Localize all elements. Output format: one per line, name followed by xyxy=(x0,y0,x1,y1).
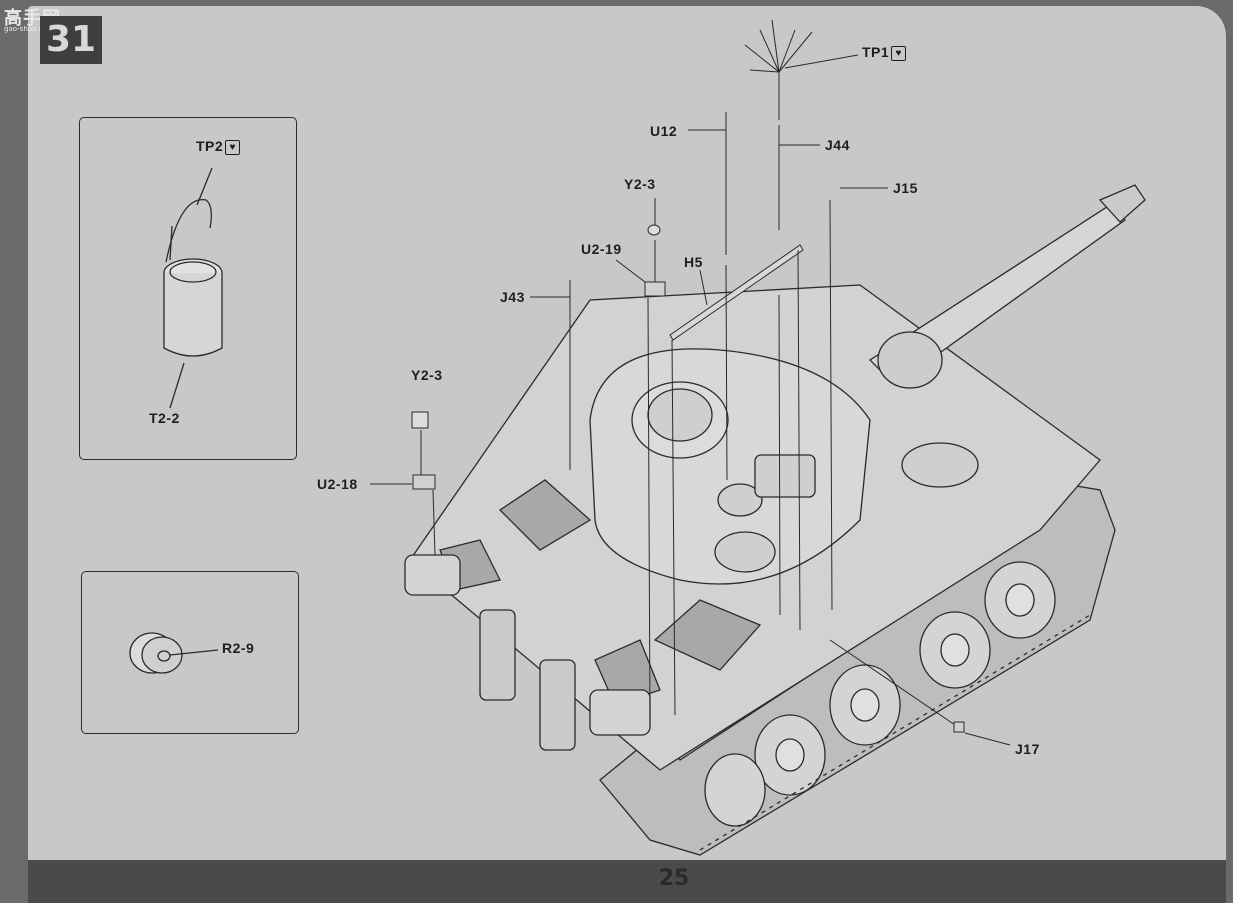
callout-tp1: TP1♥ xyxy=(862,44,907,61)
callout-j43: J43 xyxy=(500,289,525,305)
step-number-badge: 31 xyxy=(40,16,102,64)
page-footer-bar xyxy=(28,860,1226,903)
callout-h5: H5 xyxy=(684,254,703,270)
tank-hull-illustration xyxy=(404,184,1146,856)
inset-box-part-r2-9 xyxy=(81,571,299,734)
callout-y2-3-left: Y2-3 xyxy=(411,367,443,383)
callout-j44: J44 xyxy=(825,137,850,153)
callout-j15: J15 xyxy=(893,180,918,196)
logo-subtext: gao-shou.com xyxy=(4,25,54,33)
heart-warning-icon: ♥ xyxy=(225,140,241,155)
callout-r2-9: R2-9 xyxy=(222,640,255,656)
page-number: 25 xyxy=(658,866,690,891)
paint-can-illustration xyxy=(163,167,223,409)
callout-y2-3-top: Y2-3 xyxy=(624,176,656,192)
callout-tp2: TP2♥ xyxy=(196,138,241,155)
callout-tp1-text: TP1 xyxy=(862,44,890,60)
callout-u2-18: U2-18 xyxy=(317,476,358,492)
callout-j17: J17 xyxy=(1015,741,1040,757)
callout-leader-lines xyxy=(370,19,1011,746)
callout-t2-2: T2-2 xyxy=(149,410,180,426)
callout-u2-19: U2-19 xyxy=(581,241,622,257)
roller-part-illustration xyxy=(129,632,219,674)
callout-tp2-text: TP2 xyxy=(196,138,224,154)
callout-u12: U12 xyxy=(650,123,678,139)
inset-box-paint-can xyxy=(79,117,297,460)
heart-warning-icon: ♥ xyxy=(891,46,907,61)
